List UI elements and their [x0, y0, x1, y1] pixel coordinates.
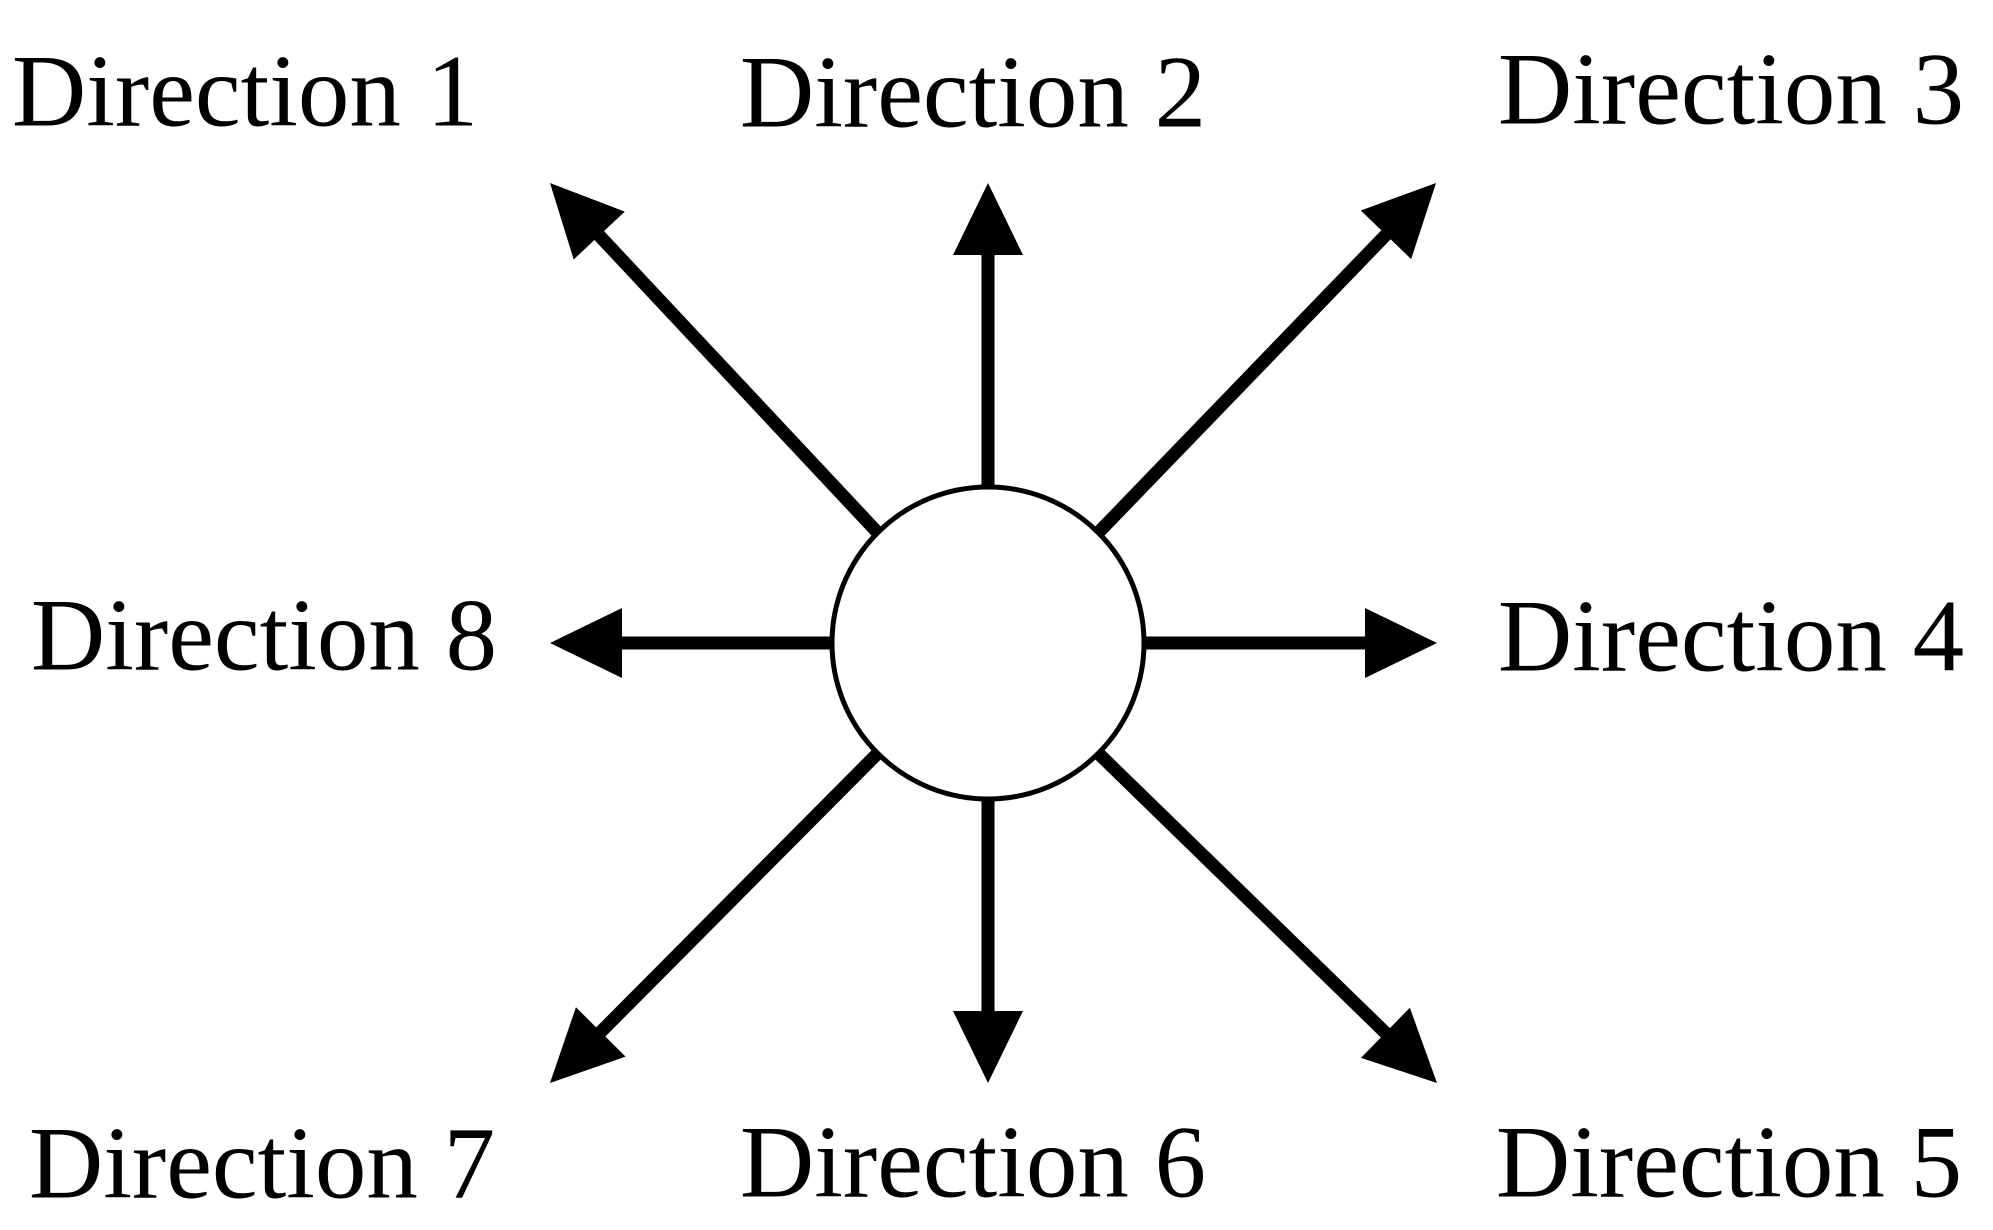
label-direction-8: Direction 8	[30, 578, 498, 693]
label-direction-3: Direction 3	[1497, 32, 1965, 147]
arrow-direction-5	[1093, 748, 1437, 1083]
arrow-direction-3	[1093, 183, 1436, 538]
label-direction-5: Direction 5	[1495, 1105, 1963, 1220]
label-direction-1: Direction 1	[11, 34, 479, 149]
center-circle	[829, 484, 1147, 802]
arrow-direction-4	[1144, 608, 1437, 678]
arrow-direction-2	[953, 183, 1023, 487]
label-direction-6: Direction 6	[739, 1105, 1207, 1220]
arrow-direction-6	[953, 799, 1023, 1083]
arrow-direction-1	[550, 183, 883, 538]
label-direction-7: Direction 7	[28, 1106, 496, 1221]
label-direction-2: Direction 2	[739, 35, 1207, 150]
arrow-direction-8	[550, 608, 832, 678]
label-direction-4: Direction 4	[1497, 579, 1965, 694]
arrow-direction-7	[550, 748, 883, 1083]
